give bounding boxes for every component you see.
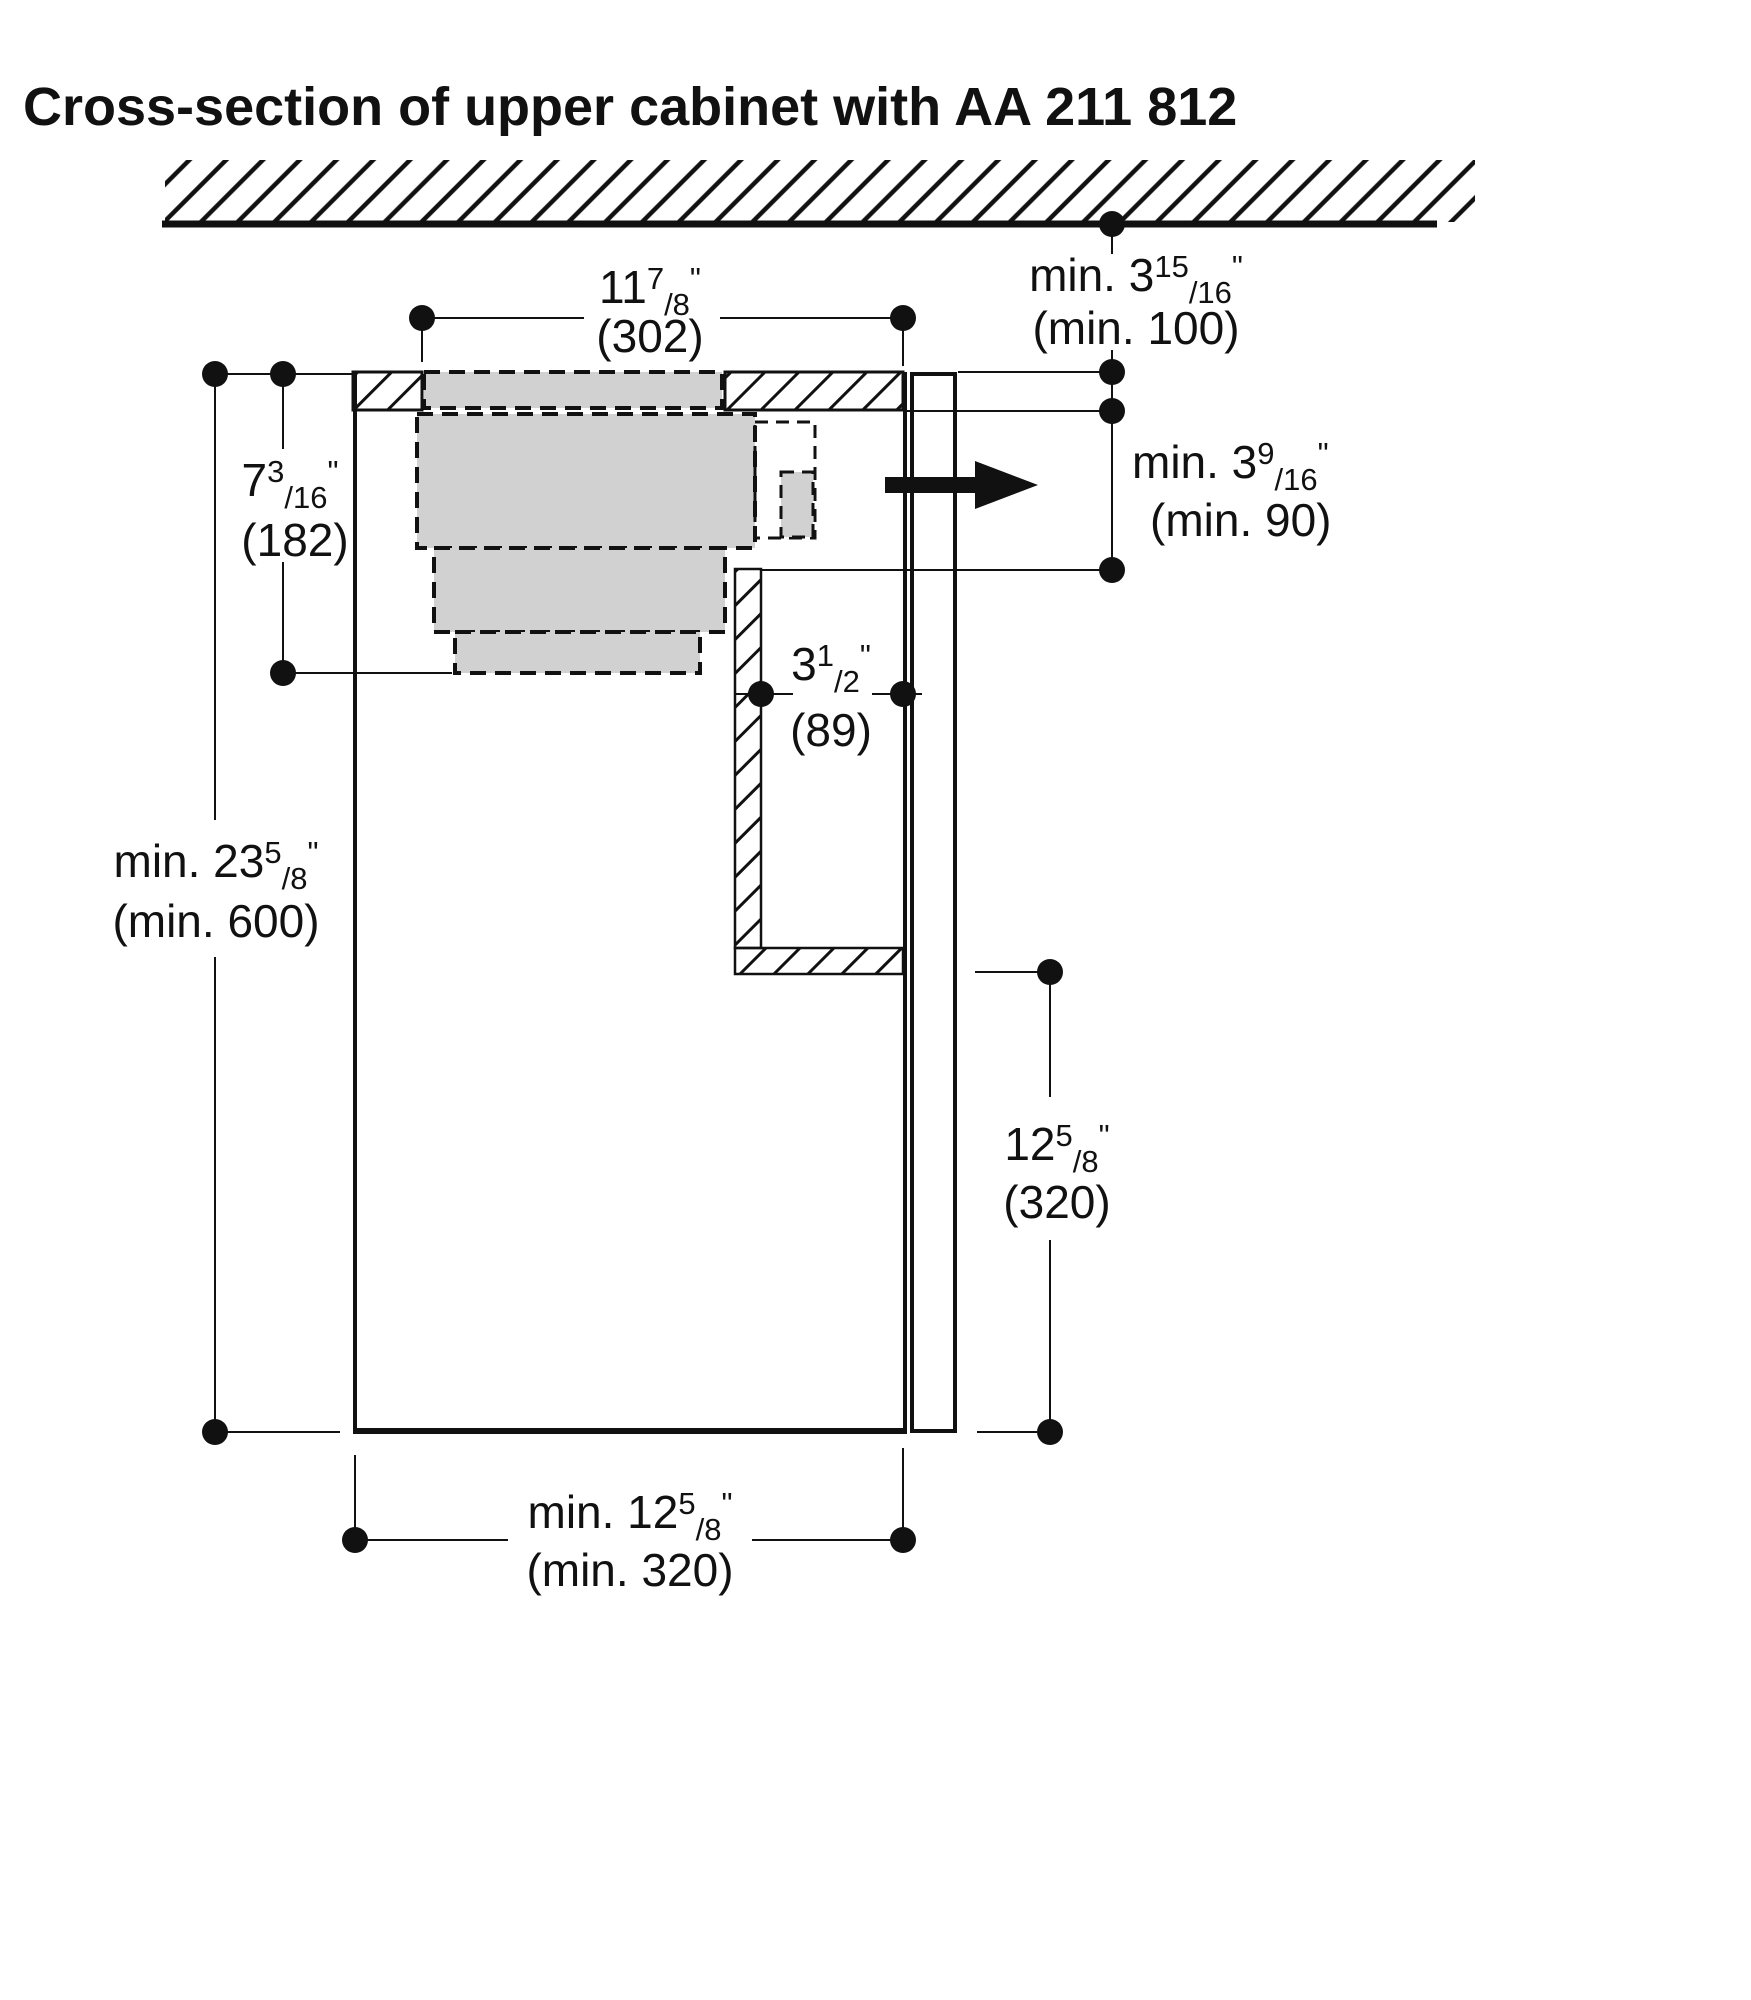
ceiling [162,160,1475,228]
dim-dot [748,681,774,707]
dim-dot [409,305,435,331]
dim-cabinet-depth-imperial: min. 125/8" [528,1486,733,1547]
dim-cabinet-height-metric: (min. 600) [112,895,319,947]
page-title: Cross-section of upper cabinet with AA 2… [23,77,1237,137]
dim-ceiling-gap-metric: (min. 100) [1032,302,1239,354]
dim-hood-height-imperial: 73/16" [242,454,339,515]
dim-dot [270,660,296,686]
dim-dot [1099,211,1125,237]
door-front-panel [910,372,957,1433]
dim-lower-section [975,959,1063,1445]
hood-main-body [415,412,757,550]
dim-duct-clearance-metric: (89) [790,704,872,756]
dim-top-width-metric: (302) [596,310,703,362]
dim-hood-height-metric: (182) [241,514,348,566]
dim-cabinet-height-imperial: min. 235/8" [114,835,319,896]
dim-dot [890,681,916,707]
dim-dot [1037,959,1063,985]
dim-dot [202,1419,228,1445]
dim-top-width [409,305,916,366]
airflow-arrow-icon [885,461,1038,509]
dim-dot [1099,359,1125,385]
dim-dot [890,1527,916,1553]
dim-dot [890,305,916,331]
cabinet-top-panel-right [723,370,905,412]
hood-top-inset [422,370,724,410]
dim-dot [1037,1419,1063,1445]
dim-outlet-height-imperial: min. 39/16" [1132,436,1329,497]
dim-cabinet-depth [342,1448,916,1553]
duct-chase-bottom-panel [733,946,905,976]
cabinet-top-panel-left [351,370,424,412]
dim-dot [270,361,296,387]
ceiling-hatch [165,160,1475,222]
hood-appliance-outline [415,370,817,675]
hood-bottom-body [453,630,702,675]
dim-duct-clearance [735,681,922,707]
dim-lower-section-metric: (320) [1003,1176,1110,1228]
dim-ceiling-gap-imperial: min. 315/16" [1029,249,1243,310]
dim-top-width-imperial: 117/8" [599,261,701,322]
dim-outlet-height [761,359,1125,583]
duct-stub-connector [779,470,815,539]
dim-dot [1099,557,1125,583]
duct-chase-vertical-panel [733,567,763,950]
dim-duct-clearance-imperial: 31/2" [791,638,871,699]
duct-stub-outline [753,420,817,540]
hood-mid-body [432,546,727,634]
dim-dot [342,1527,368,1553]
dim-cabinet-height [202,374,340,1445]
dim-dot [1099,398,1125,424]
dim-lower-section-imperial: 125/8" [1004,1118,1109,1179]
cabinet [351,370,957,1434]
dim-outlet-height-metric: (min. 90) [1150,494,1331,546]
dim-cabinet-depth-metric: (min. 320) [526,1544,733,1596]
